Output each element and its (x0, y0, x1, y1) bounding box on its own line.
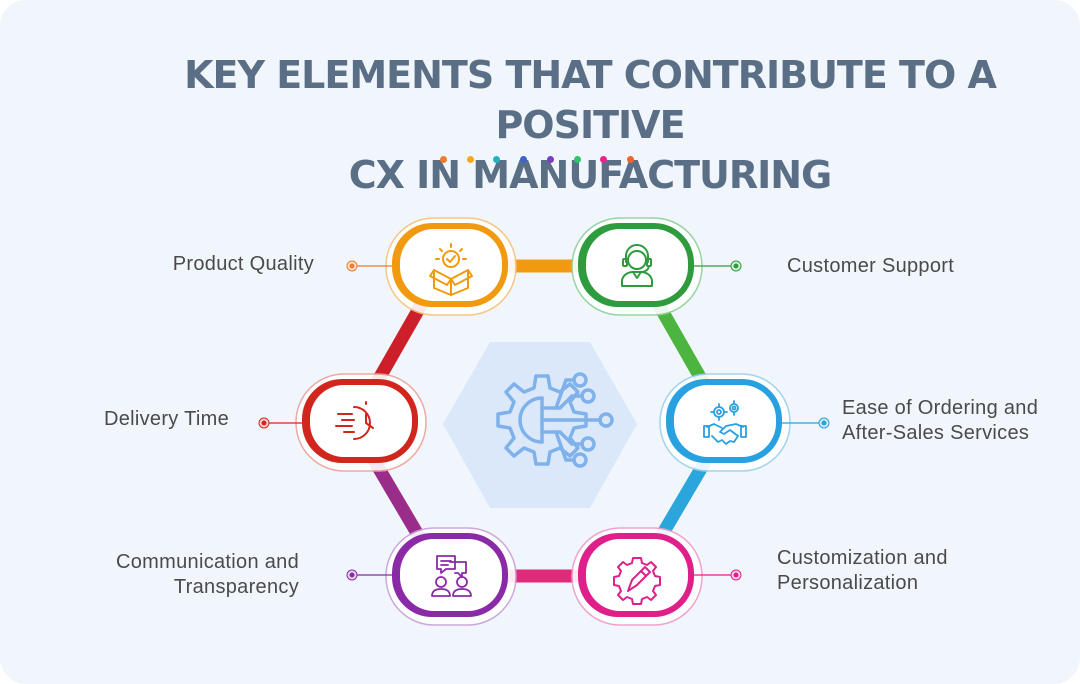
pointer-product-quality (346, 260, 392, 272)
divider-dot (626, 156, 634, 163)
label-product-quality: Product Quality (172, 253, 314, 275)
pointer-communication (346, 569, 392, 581)
pointer-delivery-time (258, 417, 302, 429)
divider-dot (466, 156, 474, 163)
quality-box-icon (429, 243, 473, 296)
node-customer-support (571, 217, 703, 316)
title-divider-dots (440, 156, 640, 166)
center-hexagon (443, 342, 637, 508)
label-customer-support: Customer Support (787, 255, 955, 277)
gear-network-icon (496, 372, 614, 468)
node-customization (571, 527, 703, 626)
divider-dot (440, 156, 447, 163)
title-line-2: CX IN MANUFACTURING (348, 153, 833, 197)
label-customization: Customization and Personalization (777, 546, 1037, 596)
node-delivery-time (295, 373, 427, 472)
label-ease-of-ordering: Ease of Ordering and After-Sales Service… (842, 396, 1078, 446)
node-ease-of-ordering (659, 373, 791, 472)
chat-users-icon (431, 555, 472, 597)
pointer-ease-of-ordering (782, 417, 830, 429)
node-product-quality (385, 217, 517, 316)
label-ease-line-1: Ease of Ordering and (842, 397, 1039, 419)
page-title: KEY ELEMENTS THAT CONTRIBUTE TO A POSITI… (90, 50, 1080, 200)
handshake-gears-icon (703, 400, 747, 445)
label-customization-line-1: Customization and (777, 547, 948, 569)
node-communication (385, 527, 517, 626)
label-communication-line-1: Communication and (116, 551, 299, 573)
fast-clock-icon (335, 401, 374, 440)
label-communication-line-2: Transparency (173, 576, 299, 598)
divider-dot (493, 156, 501, 163)
pointer-customization (694, 569, 742, 581)
label-ease-line-2: After-Sales Services (842, 422, 1030, 444)
divider-dot (600, 156, 608, 163)
label-customization-line-2: Personalization (777, 572, 919, 594)
divider-dot (546, 156, 554, 163)
title-line-1: KEY ELEMENTS THAT CONTRIBUTE TO A POSITI… (184, 53, 997, 147)
gear-pencil-icon (613, 557, 661, 605)
support-agent-icon (621, 244, 653, 287)
label-delivery-time: Delivery Time (103, 408, 229, 430)
pointer-customer-support (694, 260, 742, 272)
divider-dot (573, 156, 581, 163)
label-communication: Communication and Transparency (40, 550, 299, 600)
divider-dot (520, 156, 528, 163)
